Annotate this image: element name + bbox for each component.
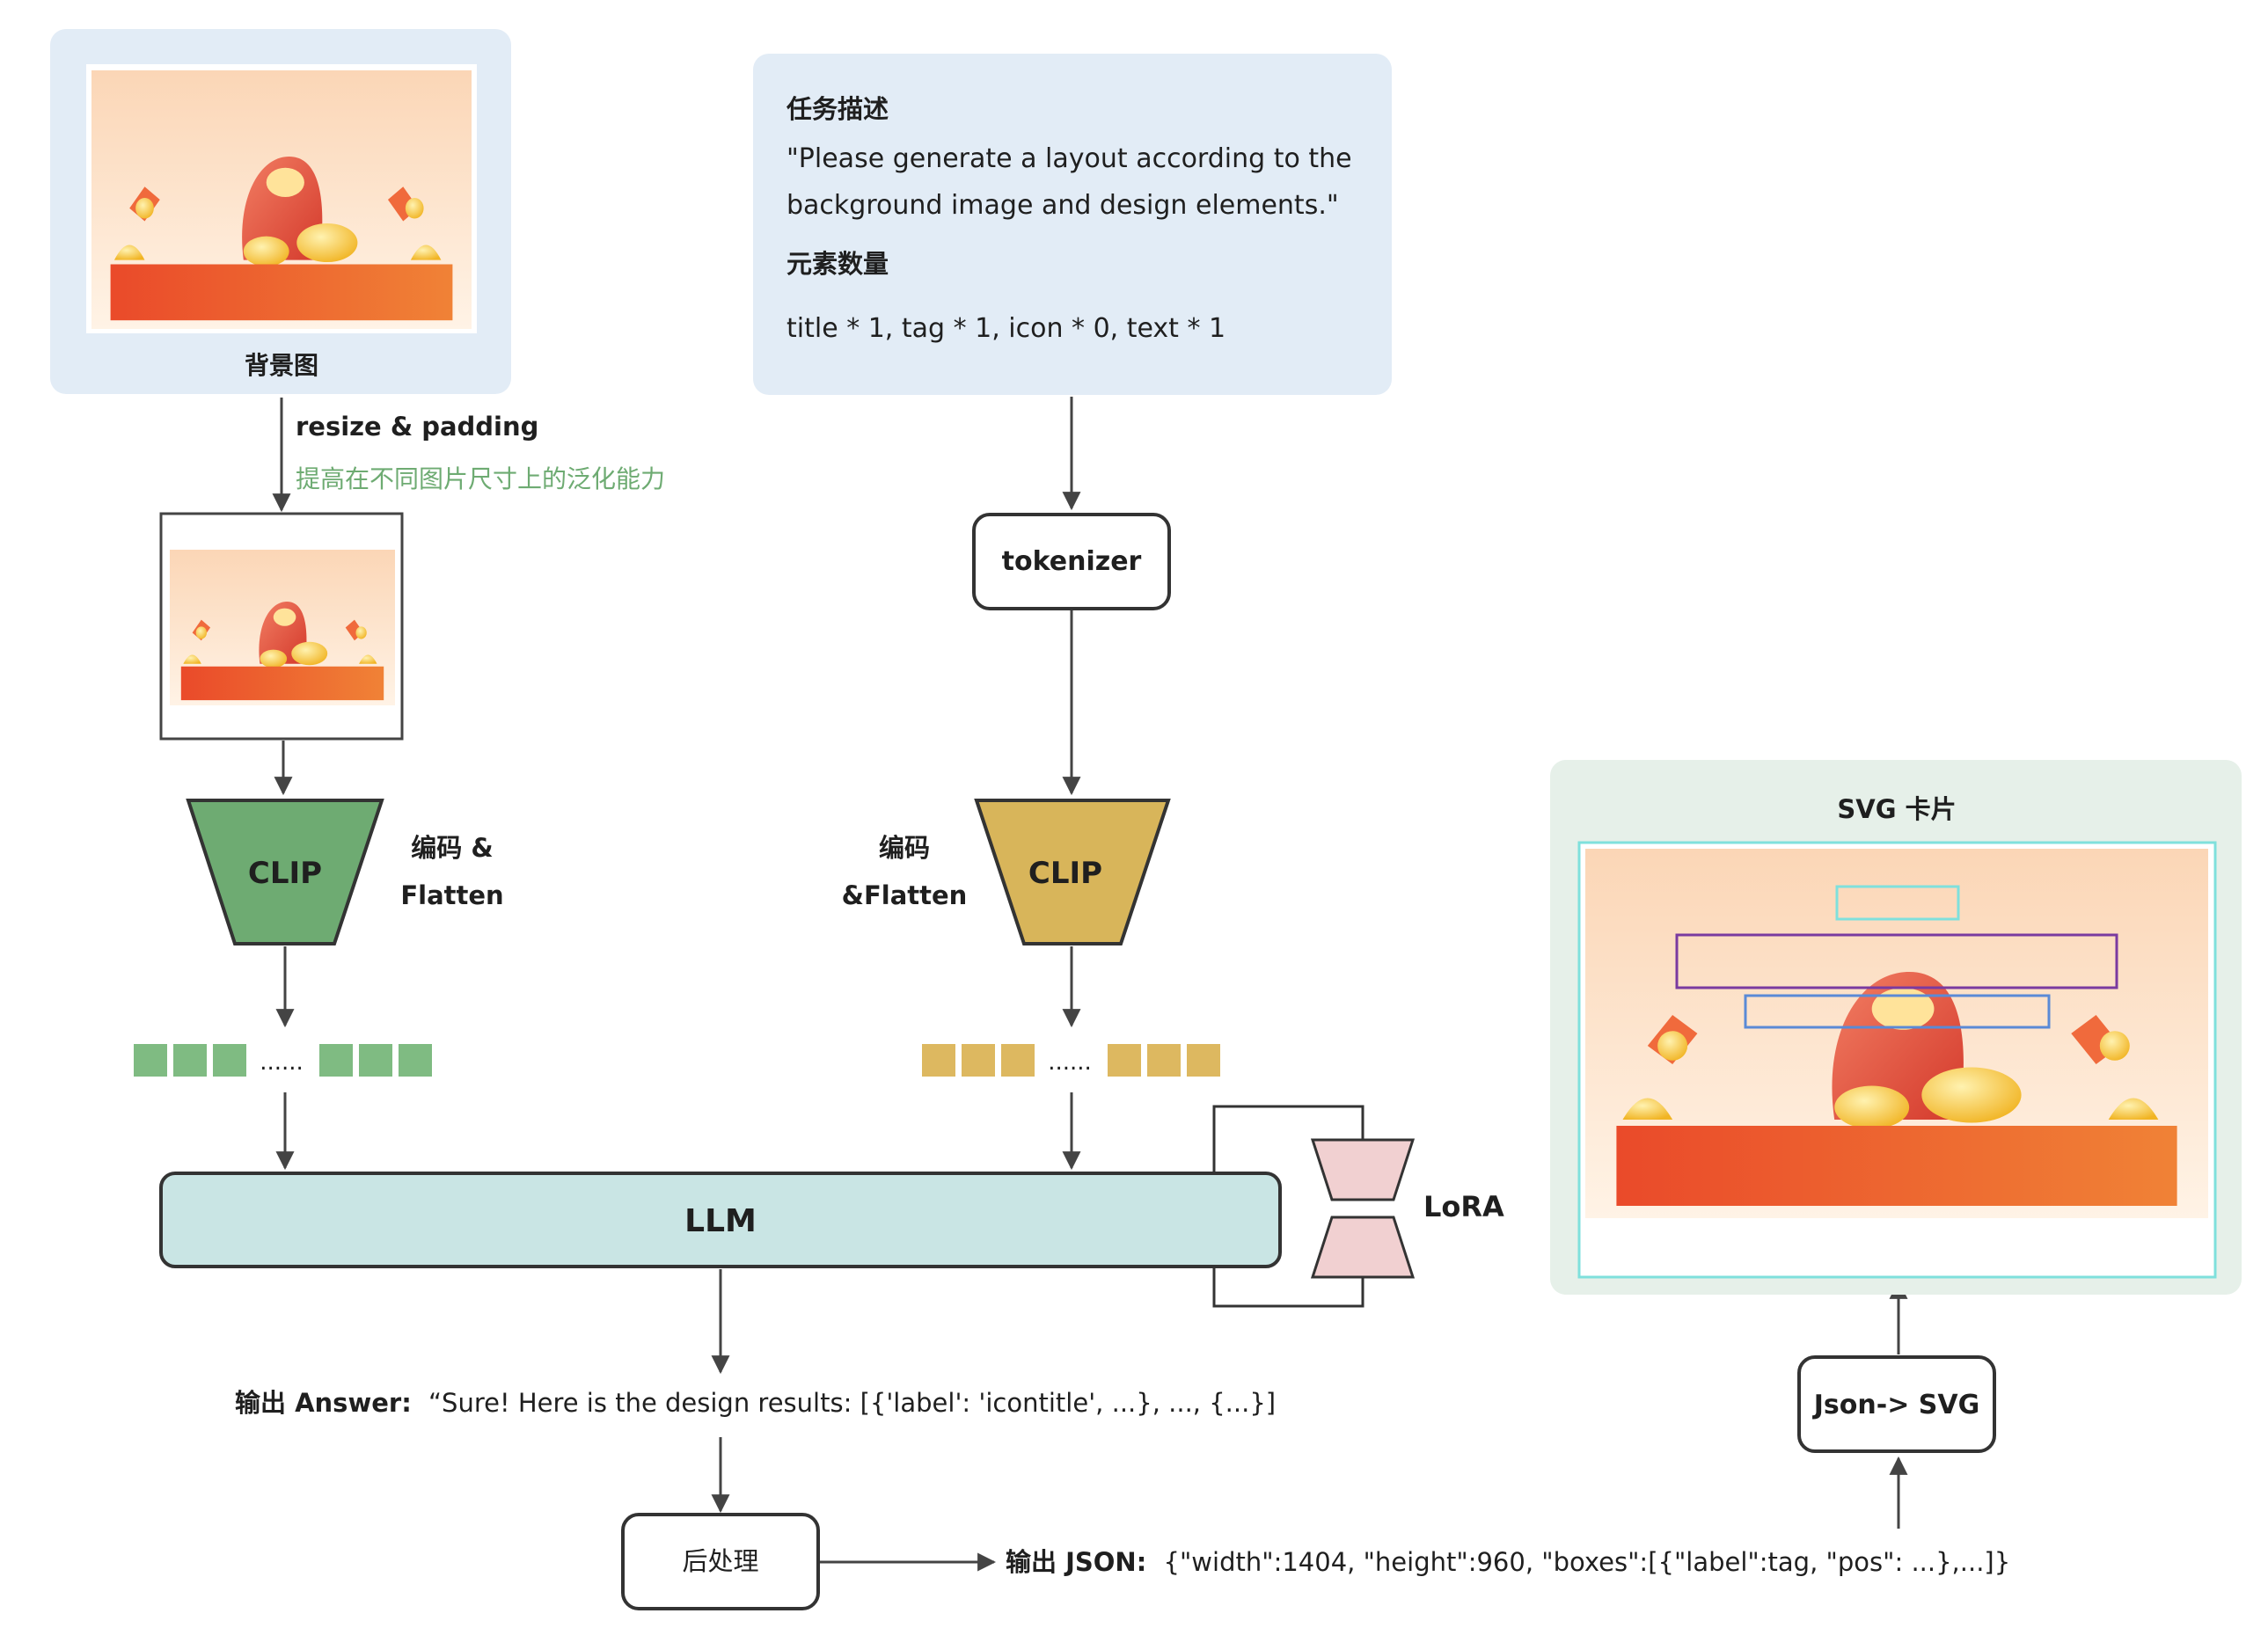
clip-encoder-image [186, 799, 384, 945]
tokenizer-label: tokenizer [1002, 546, 1142, 577]
lora-connector-bottom [1212, 1268, 1364, 1308]
output-answer-prefix: 输出 Answer: [235, 1388, 412, 1418]
lora-label: LoRA [1423, 1190, 1504, 1223]
element-count-heading: 元素数量 [786, 249, 889, 279]
llm-label: LLM [684, 1203, 757, 1239]
text-tokens: ...... [922, 1044, 1220, 1077]
layout-box-text [1744, 994, 2051, 1029]
svg-card-image [1585, 849, 2208, 1218]
image-tokens: ...... [134, 1044, 432, 1077]
clip-left-note-line2: Flatten [400, 880, 503, 910]
image-token [399, 1044, 432, 1077]
clip-right-note-line2: &Flatten [842, 880, 968, 910]
element-counts: title * 1, tag * 1, icon * 0, text * 1 [786, 313, 1225, 344]
clip-left-label: CLIP [248, 856, 322, 891]
resize-label: resize & padding [296, 412, 538, 442]
text-token [922, 1044, 955, 1077]
background-image [91, 70, 472, 329]
clip-left-note-line1: 编码 & [411, 833, 493, 863]
output-json-text: {"width":1404, "height":960, "boxes":[{"… [1164, 1547, 2011, 1577]
text-token [962, 1044, 995, 1077]
text-token-ellipsis: ...... [1048, 1049, 1092, 1076]
image-token-ellipsis: ...... [260, 1049, 304, 1076]
clip-right-note-line1: 编码 [879, 833, 930, 863]
output-answer: 输出 Answer: “Sure! Here is the design res… [235, 1388, 1276, 1418]
task-prompt-line2: background image and design elements." [786, 190, 1339, 221]
image-token [213, 1044, 246, 1077]
resize-note: 提高在不同图片尺寸上的泛化能力 [296, 464, 665, 493]
postprocess-label: 后处理 [682, 1546, 758, 1576]
text-token [1108, 1044, 1141, 1077]
postprocess-box [621, 1513, 820, 1610]
image-token [359, 1044, 392, 1077]
tokenizer-box [972, 513, 1171, 610]
text-token [1147, 1044, 1181, 1077]
text-token [1187, 1044, 1220, 1077]
lora-down-projection [1310, 1138, 1416, 1201]
lora-up-projection [1310, 1216, 1416, 1279]
clip-right-label: CLIP [1028, 856, 1102, 891]
padded-image [170, 550, 395, 705]
lora-connector-top [1212, 1105, 1364, 1172]
task-heading: 任务描述 [786, 94, 889, 124]
image-token [134, 1044, 167, 1077]
text-token [1001, 1044, 1035, 1077]
output-json: 输出 JSON: {"width":1404, "height":960, "b… [1006, 1547, 2010, 1577]
clip-encoder-text [974, 799, 1171, 945]
output-answer-text: “Sure! Here is the design results: [{'la… [428, 1388, 1276, 1418]
llm-block [159, 1172, 1282, 1268]
svg-card-title: SVG 卡片 [1837, 794, 1956, 824]
json-to-svg-label: Json-> SVG [1812, 1390, 1979, 1420]
layout-box-tag [1835, 885, 1960, 921]
task-description-panel [753, 54, 1392, 395]
json-to-svg-box [1797, 1355, 1996, 1453]
background-image-caption: 背景图 [245, 351, 318, 380]
image-token [319, 1044, 353, 1077]
layout-box-title [1675, 933, 2118, 989]
image-token [173, 1044, 207, 1077]
output-json-prefix: 输出 JSON: [1006, 1547, 1146, 1577]
task-prompt-line1: "Please generate a layout according to t… [786, 143, 1352, 174]
